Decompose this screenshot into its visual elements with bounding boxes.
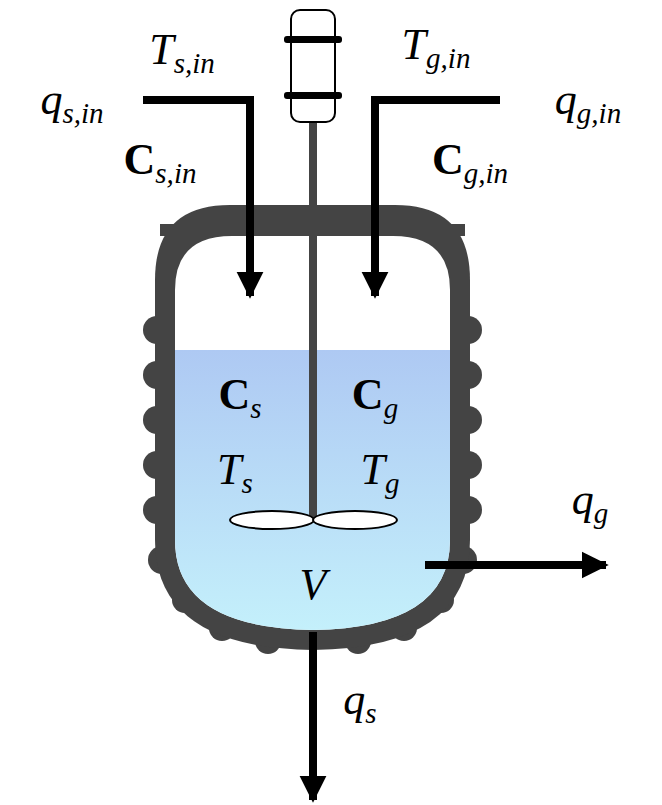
motor-band bbox=[284, 36, 342, 43]
state-variable: Ts bbox=[217, 448, 253, 492]
stream-label: Ts,in bbox=[149, 28, 215, 72]
state-variable: Tg bbox=[361, 448, 400, 492]
impeller-blade bbox=[230, 511, 314, 529]
motor-band bbox=[284, 92, 342, 99]
state-variable: Cs bbox=[218, 373, 261, 417]
stream-label: qg bbox=[572, 478, 609, 522]
outlet-pipe bbox=[309, 632, 317, 800]
stream-label: qg,in bbox=[555, 78, 621, 122]
stream-label: qs bbox=[343, 678, 376, 722]
motor bbox=[291, 10, 335, 122]
state-variable: Cg bbox=[352, 373, 398, 417]
stream-label: qs,in bbox=[40, 78, 103, 122]
inlet-pipe bbox=[375, 100, 500, 296]
stream-label: Tg,in bbox=[402, 23, 471, 67]
outlet-pipe bbox=[425, 561, 606, 569]
impeller-blade bbox=[313, 511, 397, 529]
inlet-pipe bbox=[143, 100, 250, 296]
reactor-vessel: Cs CgTs TgV bbox=[155, 205, 470, 650]
state-variable: V bbox=[300, 563, 327, 607]
stirrer-shaft bbox=[309, 118, 317, 522]
stream-label: Cg,in bbox=[432, 138, 508, 182]
stream-label: Cs,in bbox=[124, 138, 197, 182]
